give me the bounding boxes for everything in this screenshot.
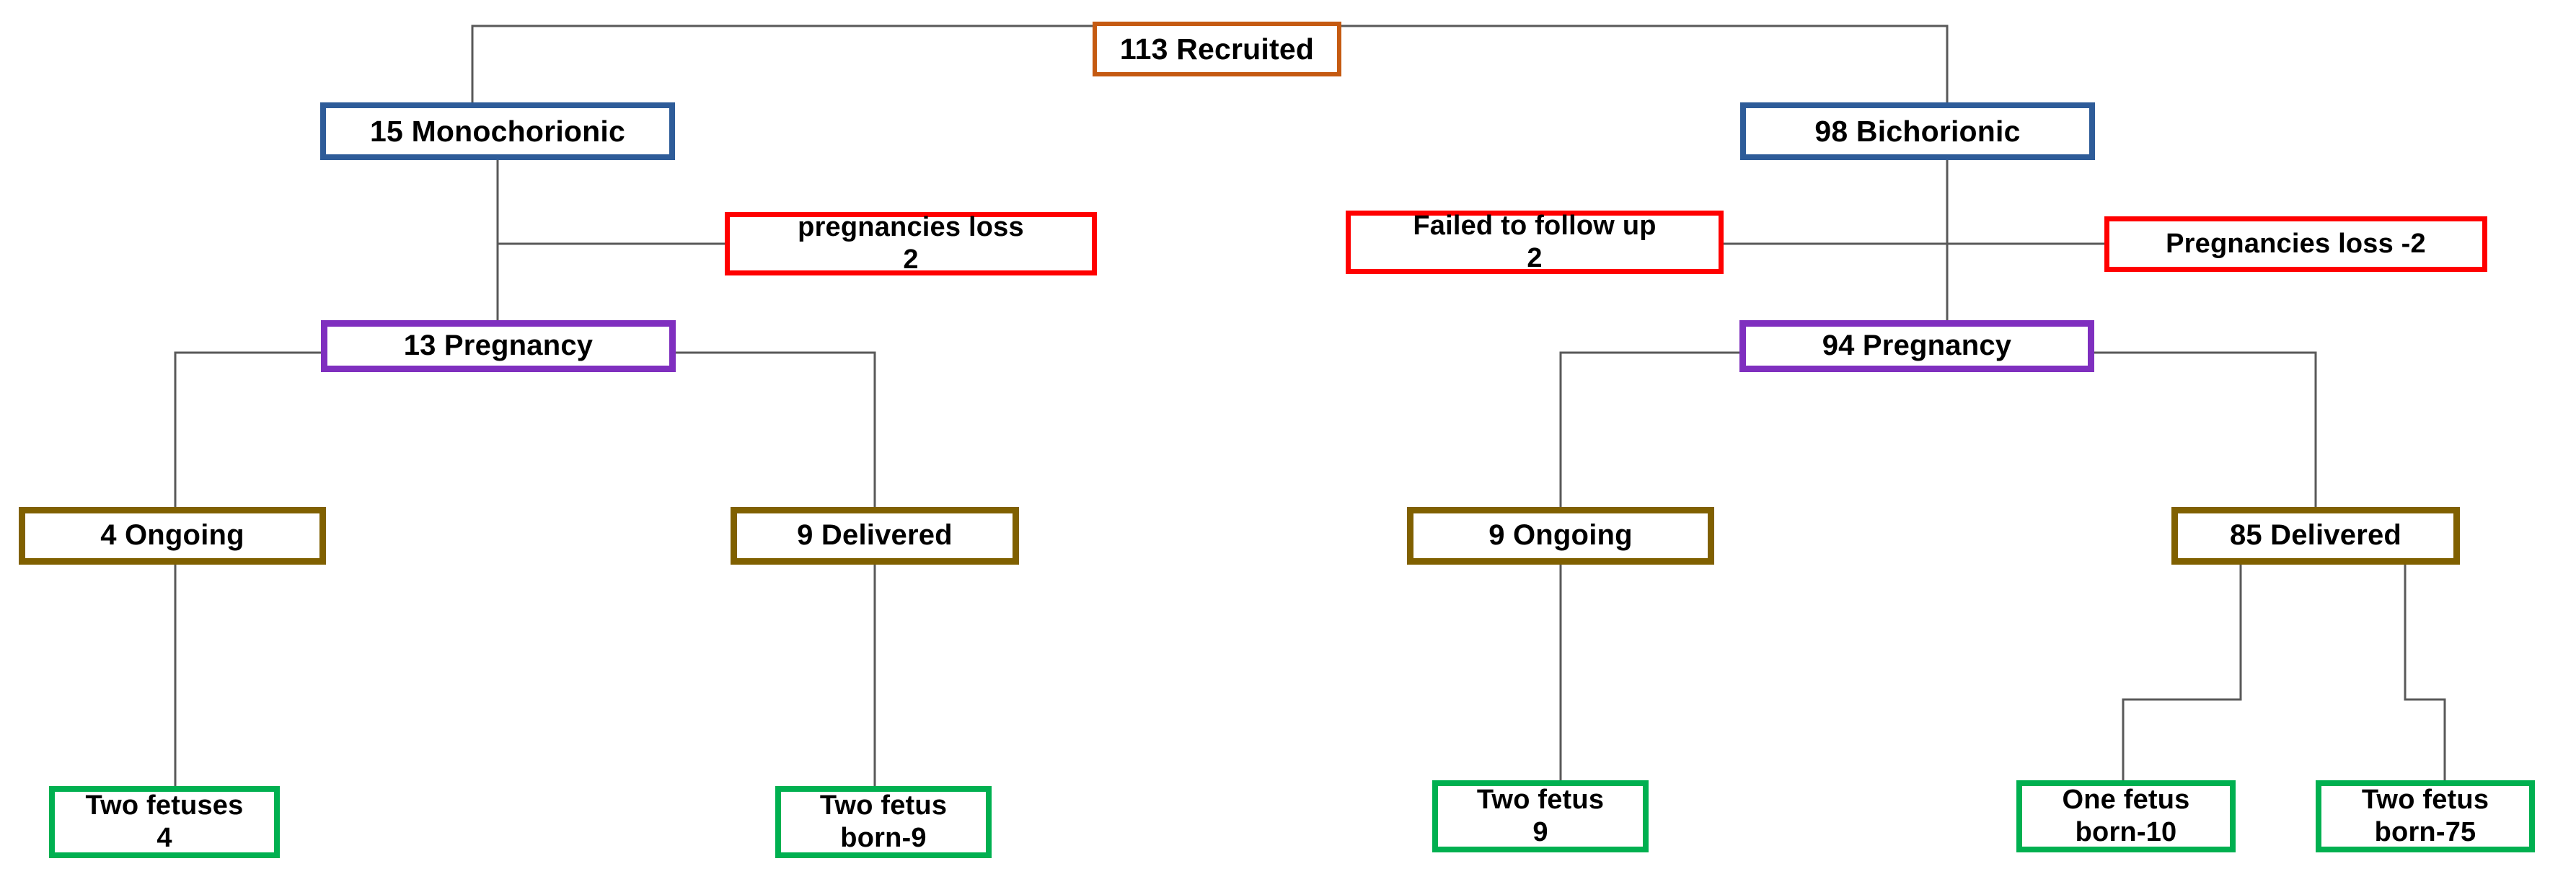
node-mono-ongoing-two-fetuses[interactable]: Two fetuses 4 — [49, 786, 280, 858]
node-label: 9 Delivered — [797, 519, 953, 552]
node-label: Two fetus born-75 — [2361, 785, 2489, 847]
connector-mono-pregnancy-to-delivered — [676, 351, 876, 507]
node-mono-delivered[interactable]: 9 Delivered — [731, 507, 1019, 565]
connector-bi-pregnancy-to-delivered — [2094, 351, 2317, 507]
node-failed-to-follow-up[interactable]: Failed to follow up 2 — [1346, 211, 1724, 274]
node-bi-pregnancies-loss[interactable]: Pregnancies loss -2 — [2104, 216, 2487, 272]
connector-bi-delivered-to-two-fetus — [2404, 565, 2446, 780]
node-label: Two fetuses 4 — [85, 790, 244, 853]
node-mono-pregnancy[interactable]: 13 Pregnancy — [321, 320, 676, 372]
connector-bi-delivered-to-one-fetus — [2122, 565, 2242, 780]
node-recruited[interactable]: 113 Recruited — [1093, 22, 1341, 76]
connector-recruited-to-bichorionic — [1341, 25, 1949, 102]
node-label: Two fetus born-9 — [819, 790, 948, 853]
node-label: Pregnancies loss -2 — [2166, 229, 2426, 260]
node-label: 15 Monochorionic — [369, 114, 625, 148]
node-label: 9 Ongoing — [1488, 519, 1633, 552]
node-bi-pregnancy[interactable]: 94 Pregnancy — [1739, 320, 2094, 372]
connector-mono-pregnancy-to-ongoing — [174, 351, 321, 507]
node-mono-delivered-two-fetus-born[interactable]: Two fetus born-9 — [775, 786, 992, 858]
node-monochorionic[interactable]: 15 Monochorionic — [320, 102, 675, 160]
node-bi-delivered-one-fetus-born[interactable]: One fetus born-10 — [2016, 780, 2236, 852]
node-label: 4 Ongoing — [100, 519, 244, 552]
node-label: 98 Bichorionic — [1814, 114, 2021, 148]
node-label: 13 Pregnancy — [403, 330, 594, 362]
node-bi-ongoing[interactable]: 9 Ongoing — [1407, 507, 1714, 565]
node-label: 113 Recruited — [1119, 32, 1315, 66]
node-mono-pregnancies-loss[interactable]: pregnancies loss 2 — [725, 212, 1097, 275]
node-label: Failed to follow up 2 — [1413, 211, 1657, 273]
node-label: 85 Delivered — [2229, 519, 2402, 552]
node-bi-delivered[interactable]: 85 Delivered — [2171, 507, 2460, 565]
node-label: pregnancies loss 2 — [798, 212, 1024, 275]
node-bi-delivered-two-fetus-born[interactable]: Two fetus born-75 — [2316, 780, 2535, 852]
node-label: Two fetus 9 — [1476, 785, 1605, 847]
node-bi-ongoing-two-fetus[interactable]: Two fetus 9 — [1432, 780, 1649, 852]
node-bichorionic[interactable]: 98 Bichorionic — [1740, 102, 2095, 160]
node-label: One fetus born-10 — [2062, 785, 2190, 847]
connector-recruited-to-monochorionic — [471, 25, 1093, 49]
node-label: 94 Pregnancy — [1822, 330, 2012, 362]
connector-bi-pregnancy-to-ongoing — [1559, 351, 1739, 507]
node-mono-ongoing[interactable]: 4 Ongoing — [19, 507, 326, 565]
